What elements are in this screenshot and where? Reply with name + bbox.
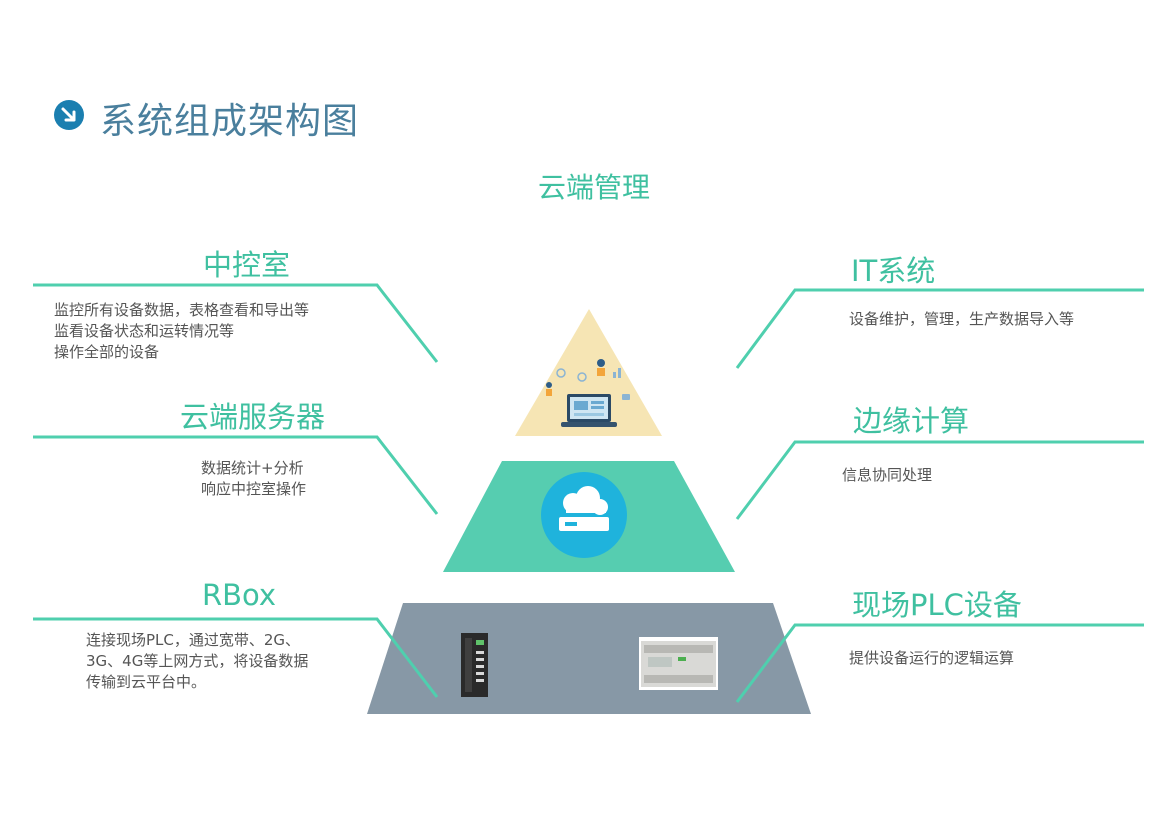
- dashboard-people-icon: [546, 359, 630, 427]
- connector-cloud-server: [33, 435, 439, 515]
- it-system-label: IT系统: [851, 254, 936, 288]
- connector-edge-computing: [735, 440, 1144, 520]
- rbox-desc: 连接现场PLC，通过宽带、2G、 3G、4G等上网方式，将设备数据 传输到云平台…: [86, 631, 309, 691]
- control-room-label: 中控室: [203, 248, 291, 282]
- control-room-desc: 监控所有设备数据，表格查看和导出等 监看设备状态和运转情况等 操作全部的设备: [54, 301, 310, 361]
- cloud-server-desc: 数据统计+分析 响应中控室操作: [201, 459, 307, 498]
- top-tier: [515, 309, 662, 436]
- cloud-server-label: 云端服务器: [180, 400, 326, 434]
- rbox-device-icon: [461, 633, 488, 697]
- it-system-desc: 设备维护，管理，生产数据导入等: [849, 310, 1075, 328]
- connector-control-room: [33, 283, 439, 363]
- edge-computing-desc: 信息协同处理: [842, 466, 933, 484]
- connector-field-plc: [735, 623, 1144, 703]
- connector-it-system: [735, 288, 1144, 369]
- cloud-server-icon: [541, 472, 627, 558]
- field-plc-label: 现场PLC设备: [852, 588, 1022, 622]
- bottom-tier: [367, 603, 811, 714]
- cloud-management-label: 云端管理: [537, 171, 650, 204]
- field-plc-desc: 提供设备运行的逻辑运算: [849, 649, 1015, 667]
- arrow-down-right-circle-icon: [54, 100, 84, 130]
- plc-device-icon: [639, 637, 718, 690]
- connector-rbox: [33, 617, 439, 698]
- page-title: 系统组成架构图: [100, 101, 360, 142]
- edge-computing-label: 边缘计算: [853, 404, 970, 438]
- rbox-label: RBox: [202, 578, 277, 612]
